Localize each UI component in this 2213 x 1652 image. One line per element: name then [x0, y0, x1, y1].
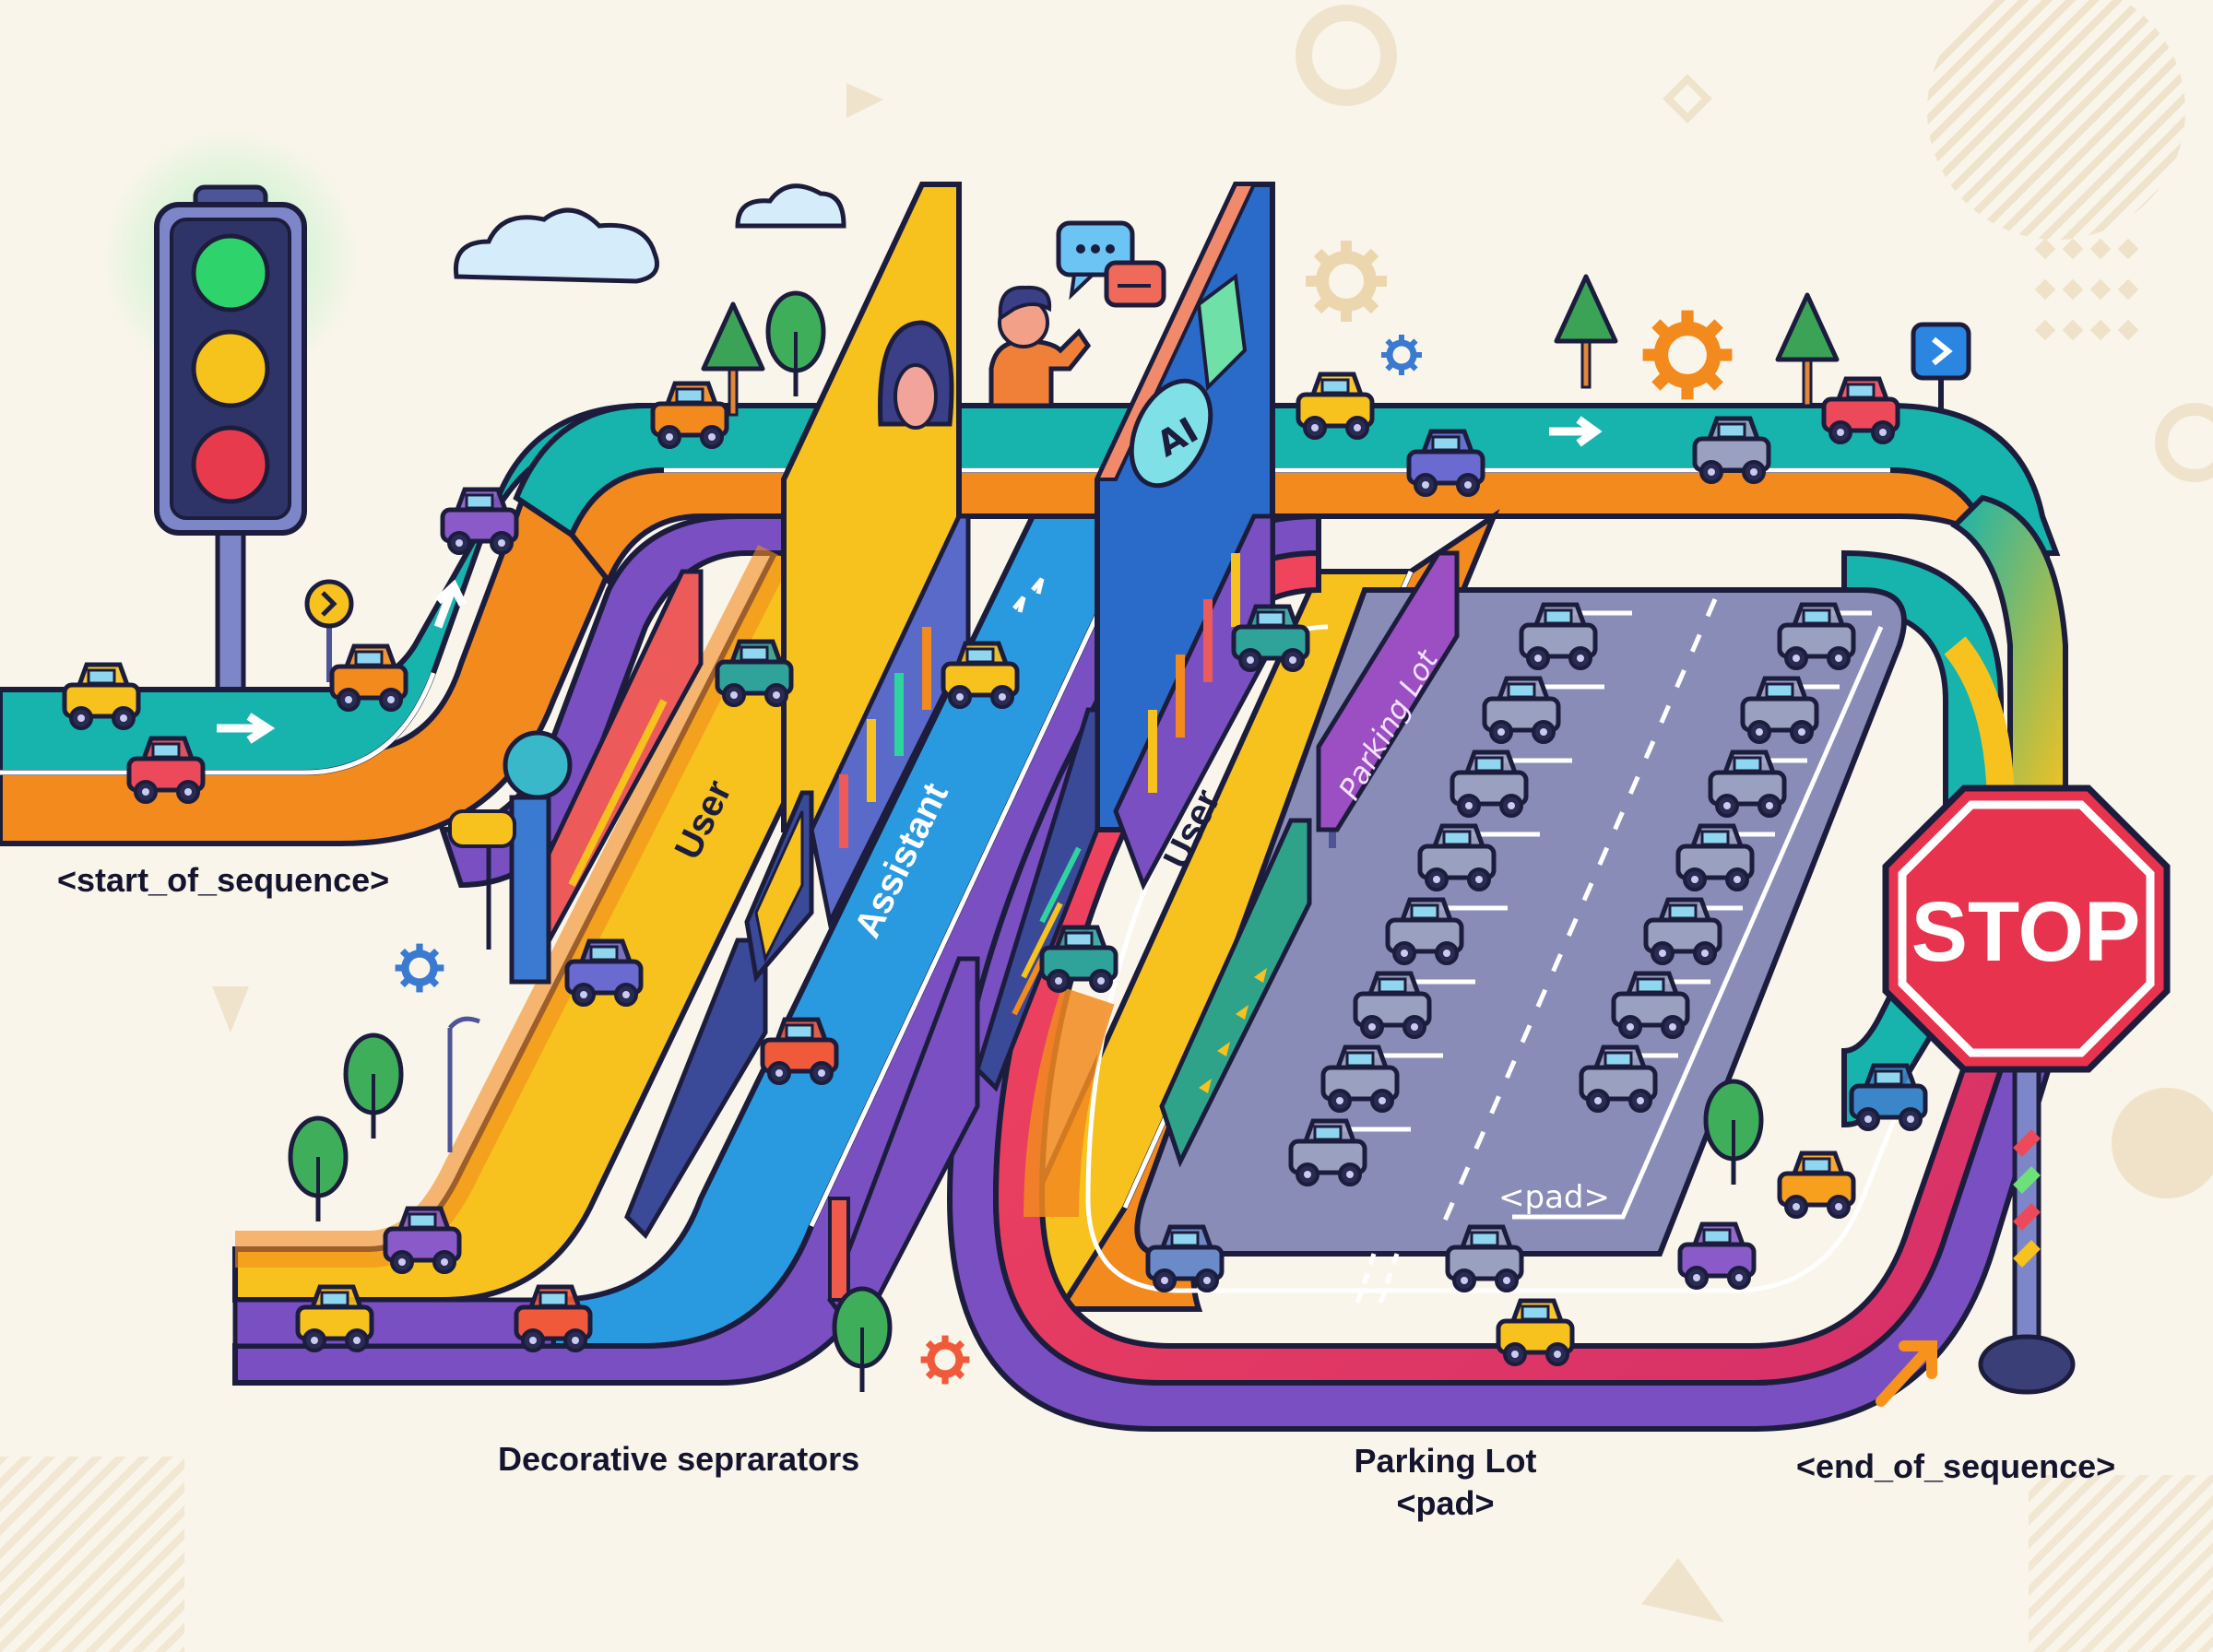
red-light-icon [191, 425, 270, 504]
stop-sign-text: STOP [1911, 885, 2141, 979]
robot-attendant-icon [448, 730, 573, 985]
parking-lines-right [1512, 625, 1884, 1220]
parking-lot-label: Parking Lot <pad> [1337, 1440, 1554, 1525]
end-of-sequence-label: <end_of_sequence> [1796, 1447, 2116, 1485]
user-person-icon [988, 285, 1092, 408]
cloud-icon [453, 183, 846, 284]
stop-sign: STOP [1882, 785, 2171, 1395]
green-light-icon [191, 233, 270, 313]
yellow-light-icon [191, 329, 270, 408]
ai-chat-bubble-icon: AI [1129, 273, 1248, 489]
road-arrow-icon [217, 579, 467, 744]
pad-marking: <pad> [1498, 1179, 1610, 1216]
person-icon [878, 320, 954, 430]
direction-sign-icon [304, 322, 1971, 1152]
decorative-separators-label: Decorative seprarators [498, 1440, 860, 1478]
decorative-separators: AI [513, 182, 1312, 1341]
chat-bubble-icon [1056, 220, 1166, 308]
parking-lot-pad-token: <pad> [1396, 1484, 1495, 1522]
traffic-light [101, 129, 360, 699]
end-arrow-icon [1876, 1340, 1937, 1407]
parking-lot-title: Parking Lot [1354, 1442, 1537, 1480]
start-of-sequence-label: <start_of_sequence> [57, 861, 390, 899]
